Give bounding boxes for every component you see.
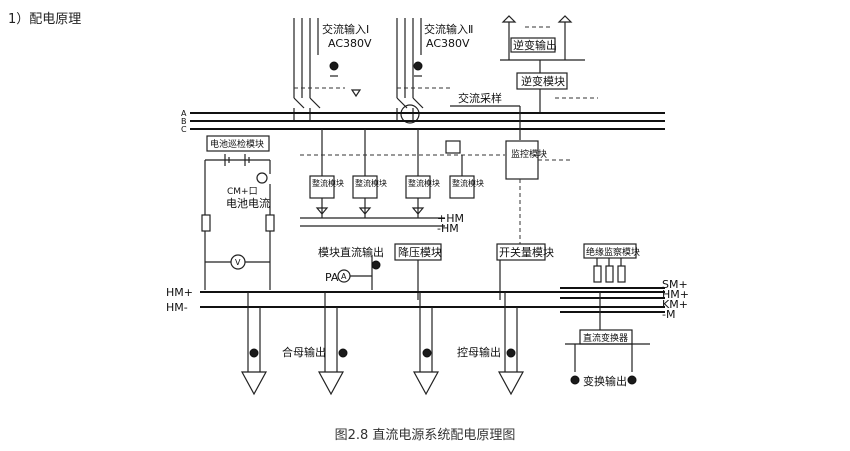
output-meter-icon [506,348,516,358]
output-meter-icon [249,348,259,358]
output-feeders [240,292,525,396]
ac-input-1-meter-icon [329,61,339,71]
ammeter-symbol: A [341,272,347,281]
converter-output-label: 变换输出 [583,374,627,388]
hm-minus-small-label: -HM [437,222,459,235]
section-heading: 1）配电原理 [8,12,82,27]
rectifier-module-group [300,129,505,227]
switch-monitor-module-label: 开关量模块 [499,245,554,259]
module-dc-output-label: 模块直流输出 [318,245,384,259]
voltmeter-symbol: V [235,258,241,267]
closing-bus-output-label: 合母输出 [282,345,326,359]
ac-input-1-voltage: AC380V [328,37,372,50]
phase-a-label: A [181,109,187,118]
output-meter-icon [422,348,432,358]
km-plus-label: KM+ [662,298,688,311]
ac-input-2-meter-icon [413,61,423,71]
ammeter-indicator-icon [371,260,381,270]
rectifier-module-label: 整流模块 [452,178,484,188]
arrow-down-icon [350,89,362,98]
inverter-output-feeder [500,15,598,112]
cm-node-label: CM+口 [227,187,258,197]
insulation-monitor-module-label: 绝缘监察模块 [586,246,640,258]
rectifier-module-label: 整流模块 [355,178,387,188]
step-down-module-label: 降压模块 [398,245,442,259]
battery-inspection-module-box [206,135,270,152]
inverter-module-label: 逆变模块 [521,74,565,88]
ac-input-2-feeder [396,18,450,124]
hm-minus-label: HM- [166,301,188,314]
rectifier-module-label: 整流模块 [312,178,344,188]
battery-inspection-module-label: 电池巡检模块 [210,138,264,150]
minus-m-label: -M [662,308,675,321]
ac-sampling-label: 交流采样 [458,91,502,105]
battery-current-label: 电池电流 [226,196,270,210]
rectifier-module-label: 整流模块 [408,178,440,188]
converter-meter-icon [627,375,637,385]
ac-bus [190,112,665,130]
monitor-module-box [505,140,539,180]
battery-bank [201,154,275,290]
pa-label: PA [325,271,339,284]
figure-caption: 图2.8 直流电源系统配电原理图 [334,428,516,443]
sm-plus-label: SM+ [662,278,688,291]
control-bus-output-label: 控母输出 [457,345,501,359]
dc-converter-label: 直流变换器 [583,332,628,344]
ac-input-2-voltage: AC380V [426,37,470,50]
inverter-module-box [516,72,568,90]
voltmeter-icon [230,254,246,270]
output-meter-icon [338,348,348,358]
phase-b-label: B [181,117,187,126]
switch-monitor-module-box [496,243,546,261]
monitor-module-label: 监控模块 [511,148,547,160]
ac-terminal-icon [557,15,573,23]
hm-plus-small-label: +HM [437,212,464,225]
rectifier-module-box [449,175,475,199]
converter-meter-icon [570,375,580,385]
ac-input-1-label: 交流输入Ⅰ [322,22,369,36]
hm-plus-label: HM+ [166,286,193,299]
insulation-monitor-module-box [583,243,637,259]
ac-input-2-label: 交流输入Ⅱ [424,22,473,36]
inverter-output-label: 逆变输出 [513,38,557,52]
ac-terminal-icon [501,15,517,23]
hm-plus-right-label: HM+ [662,288,689,301]
phase-c-label: C [181,125,187,134]
